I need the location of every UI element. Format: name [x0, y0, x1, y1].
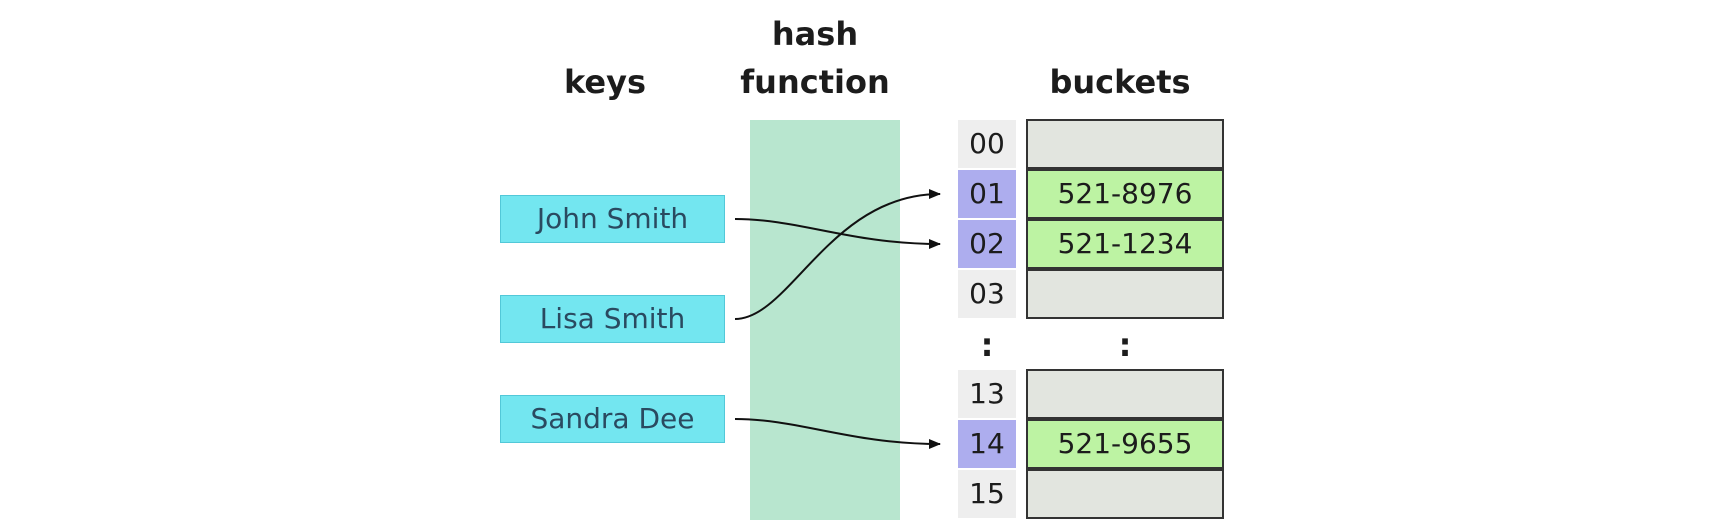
slot-index-03: 03: [958, 270, 1016, 318]
arrow-lisa-smith-to-01: [734, 189, 941, 320]
bucket-cell-00: [1026, 119, 1224, 169]
bucket-cell-15: [1026, 469, 1224, 519]
arrow-john-smith-to-02: [734, 218, 941, 249]
key-lisa-smith: Lisa Smith: [500, 295, 725, 343]
hash-header-line2: function: [740, 63, 890, 101]
slot-index-00: 00: [958, 120, 1016, 168]
slot-index-13: 13: [958, 370, 1016, 418]
bucket-cell-13: [1026, 369, 1224, 419]
slot-index-01: 01: [958, 170, 1016, 218]
slot-index-15: 15: [958, 470, 1016, 518]
key-john-smith: John Smith: [500, 195, 725, 243]
slot-ellipsis: :: [980, 326, 994, 364]
key-sandra-dee: Sandra Dee: [500, 395, 725, 443]
keys-header-label: keys: [563, 63, 647, 101]
buckets-header-label: buckets: [1049, 63, 1191, 101]
hash-function-band: [750, 120, 900, 520]
slot-index-14: 14: [958, 420, 1016, 468]
arrow-sandra-dee-to-14: [734, 418, 941, 449]
bucket-cell-14: 521-9655: [1026, 419, 1224, 469]
bucket-cell-01: 521-8976: [1026, 169, 1224, 219]
slot-index-02: 02: [958, 220, 1016, 268]
bucket-ellipsis: :: [1118, 326, 1132, 364]
keys-header: keys: [520, 58, 690, 106]
hash-header-line1: hash: [771, 15, 859, 53]
buckets-header: buckets: [1020, 58, 1220, 106]
bucket-cell-02: 521-1234: [1026, 219, 1224, 269]
bucket-cell-03: [1026, 269, 1224, 319]
hash-function-header: hash function: [720, 10, 910, 106]
